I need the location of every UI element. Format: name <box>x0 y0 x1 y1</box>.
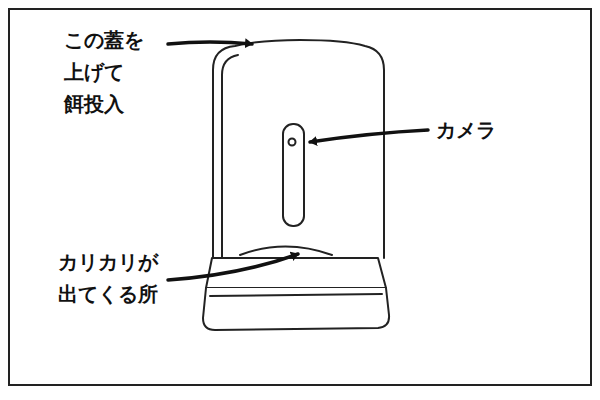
outlet-label: カリカリが 出てくる所 <box>58 246 158 310</box>
leader-arrows <box>168 42 428 280</box>
frame <box>9 9 591 385</box>
camera-label: カメラ <box>436 114 496 146</box>
feeder-body <box>203 40 389 330</box>
lid-label: この蓋を 上げて 餌投入 <box>64 24 144 120</box>
